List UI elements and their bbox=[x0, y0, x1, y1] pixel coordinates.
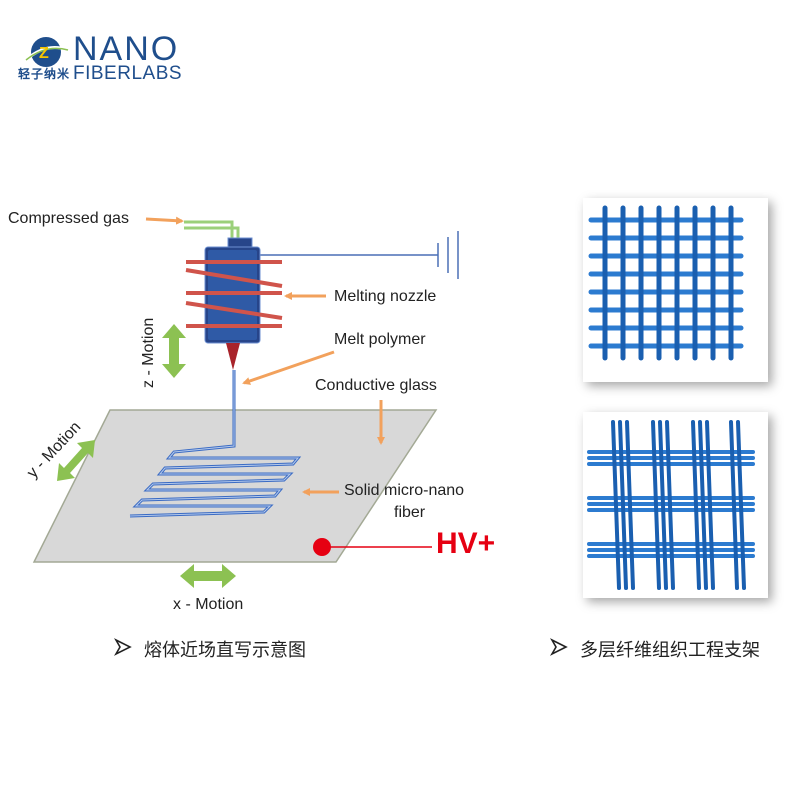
conductive-glass-plate bbox=[32, 409, 438, 563]
label-melt-polymer: Melt polymer bbox=[334, 331, 426, 348]
bullet-arrow-icon bbox=[113, 638, 132, 656]
scaffold-3d-view bbox=[583, 412, 768, 598]
logo-name-bottom: FIBERLABS bbox=[73, 63, 183, 84]
motion-arrows bbox=[57, 324, 236, 588]
logo-name-cn: 轻子纳米 bbox=[18, 67, 71, 81]
bullet-arrow-icon bbox=[549, 638, 568, 656]
label-hv: HV+ bbox=[436, 527, 496, 560]
scaffold-grid-image bbox=[588, 205, 744, 361]
label-melting-nozzle: Melting nozzle bbox=[334, 288, 437, 305]
label-compressed-gas: Compressed gas bbox=[8, 210, 129, 227]
gas-line bbox=[184, 220, 240, 238]
caption-scaffold: 多层纤维组织工程支架 bbox=[580, 640, 760, 661]
hv-dot bbox=[313, 538, 331, 556]
label-z-motion: z - Motion bbox=[140, 317, 157, 388]
ground-wire bbox=[258, 231, 459, 279]
label-x-motion: x - Motion bbox=[173, 596, 244, 613]
label-solid-fiber-line2: fiber bbox=[394, 504, 426, 521]
melting-nozzle bbox=[185, 237, 283, 370]
logo-name-top: NANO bbox=[73, 30, 180, 68]
svg-text:Z: Z bbox=[39, 45, 49, 62]
label-arrows bbox=[145, 216, 385, 496]
caption-schematic: 熔体近场直写示意图 bbox=[144, 640, 306, 661]
scaffold-top-view bbox=[583, 198, 768, 382]
label-solid-fiber-line1: Solid micro-nano bbox=[344, 482, 465, 499]
scaffold-layers-image bbox=[587, 420, 755, 590]
logo-emblem-icon: Z bbox=[24, 37, 69, 67]
label-conductive-glass: Conductive glass bbox=[315, 377, 437, 394]
